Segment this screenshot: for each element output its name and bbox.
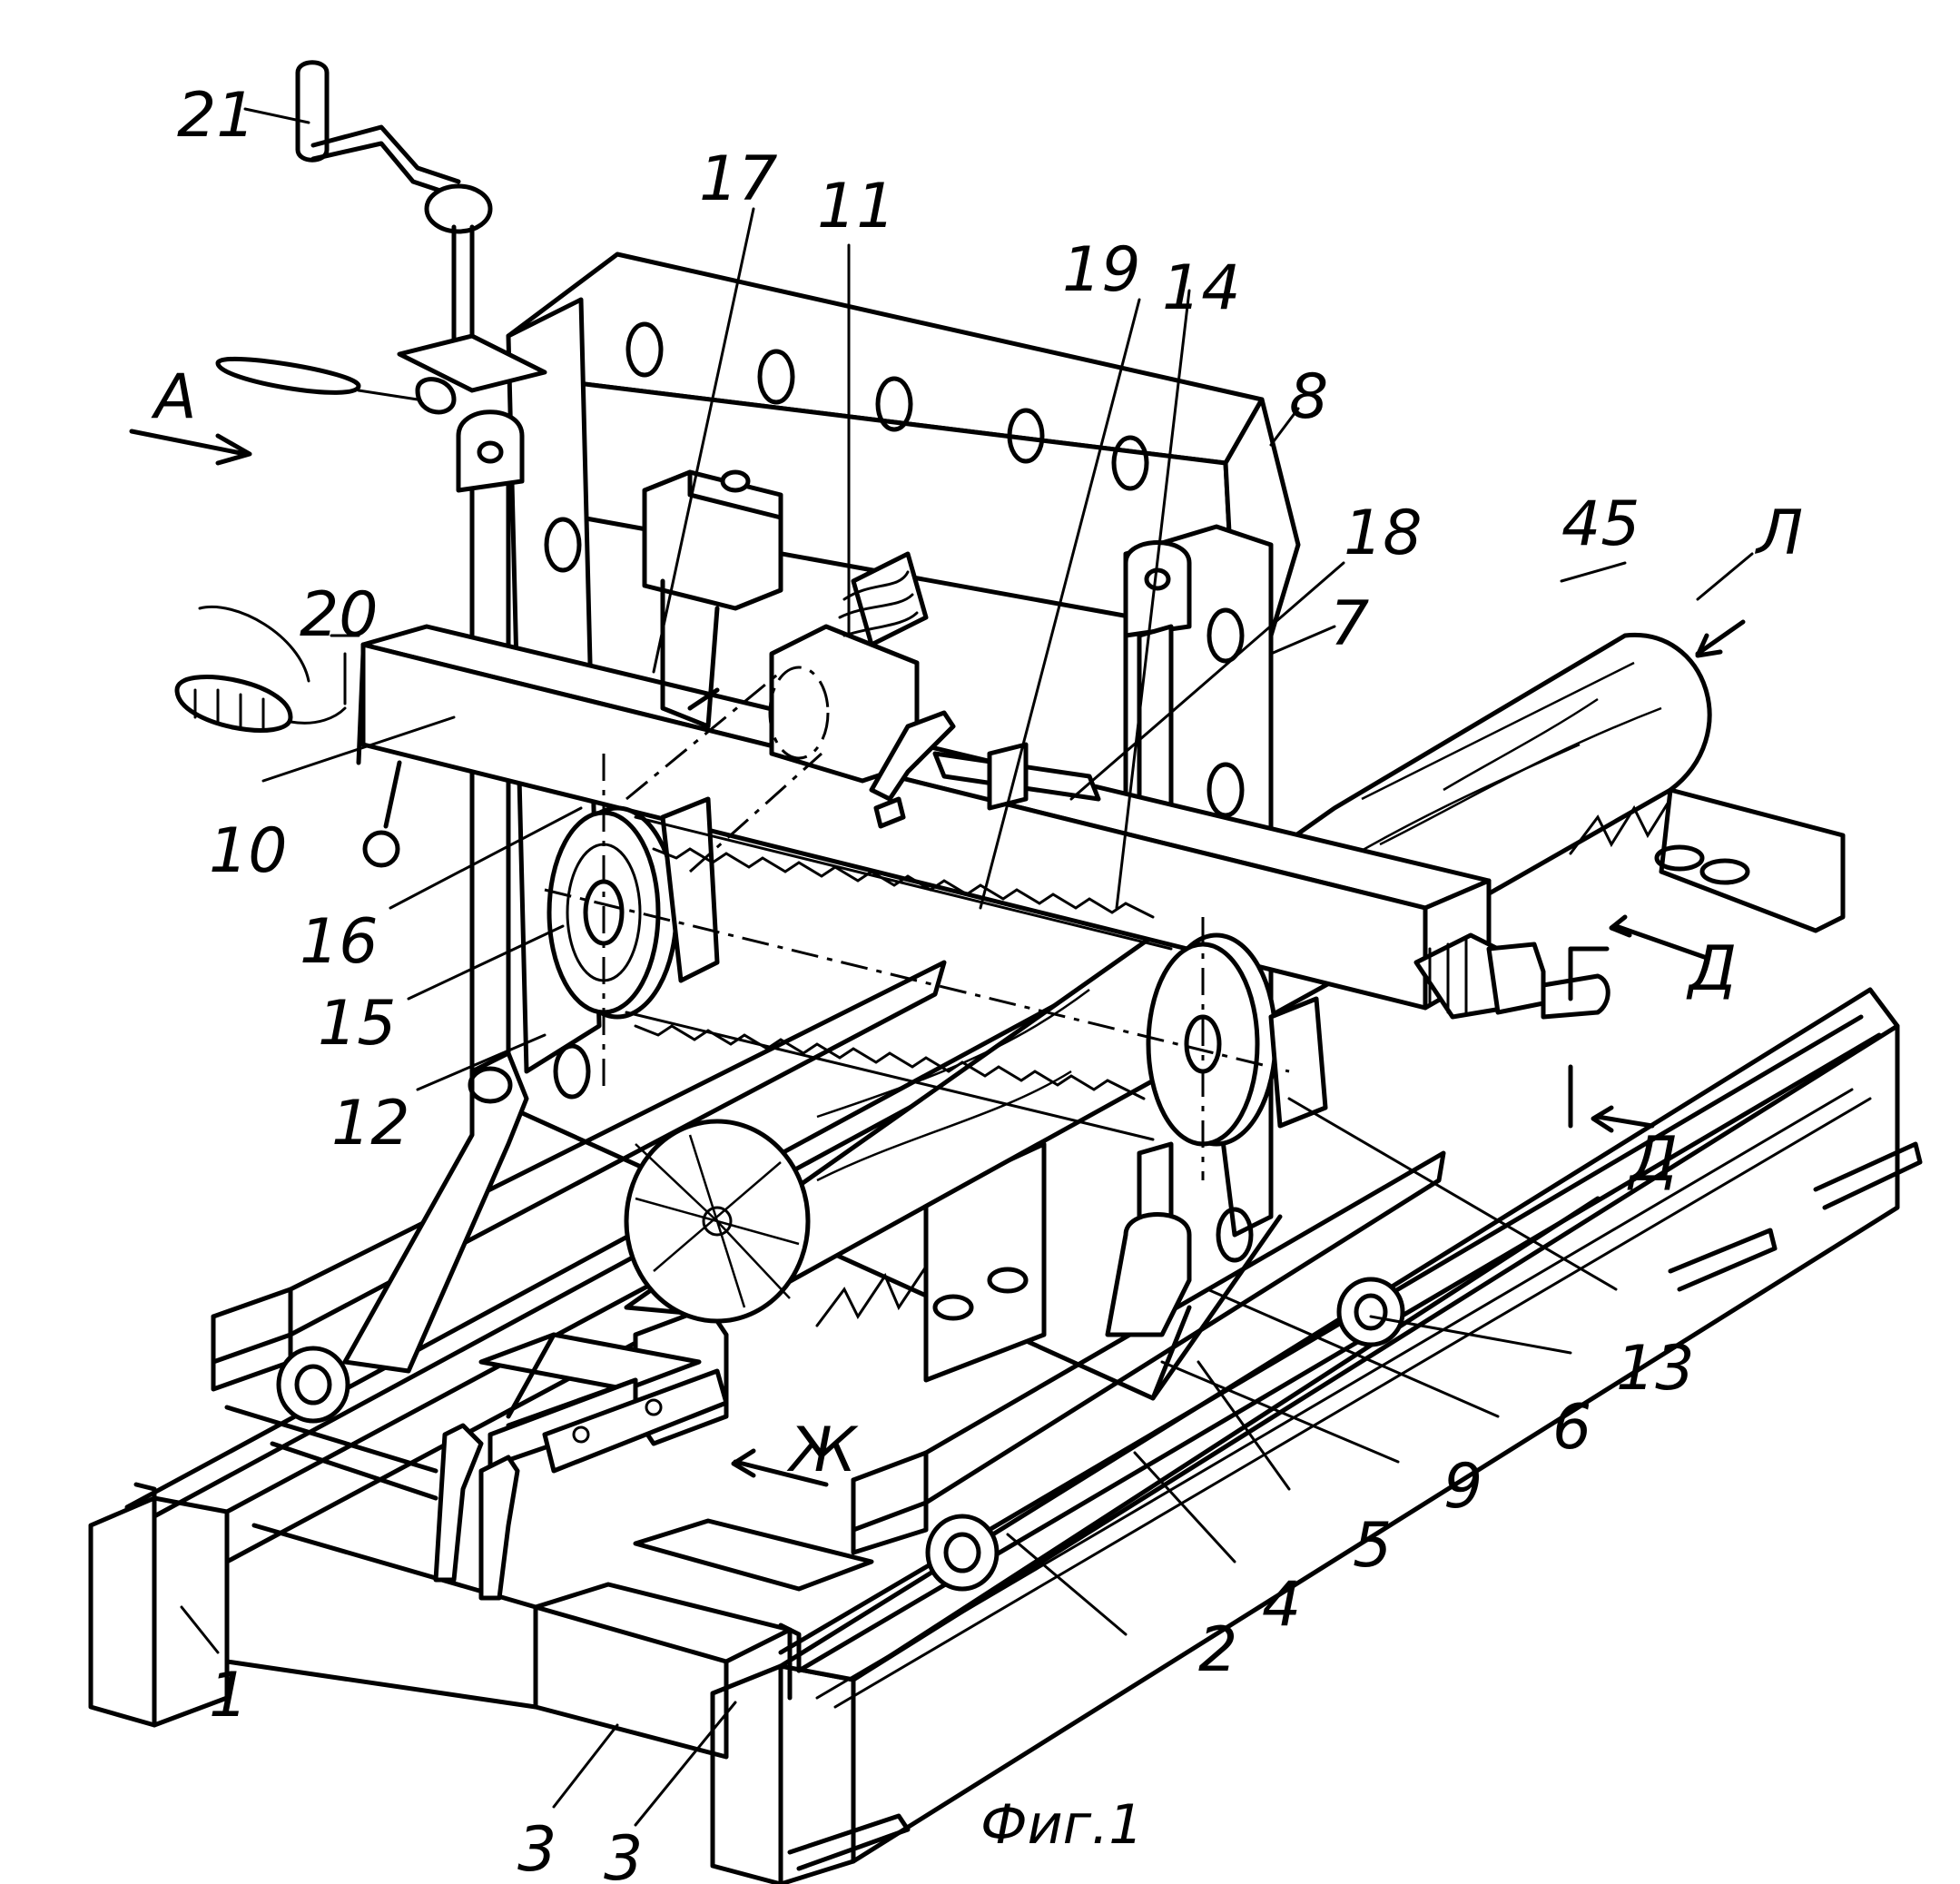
reference-labels: 21 17 11 19 14 8 18 7 45 Л А 20 10 16 15…: [151, 80, 1803, 1884]
label-4: 4: [1262, 1569, 1301, 1641]
label-15: 15: [318, 988, 397, 1060]
tensioner: [769, 551, 929, 784]
label-10: 10: [209, 815, 288, 887]
label-7: 7: [1330, 588, 1369, 660]
spring-handle-left: [174, 606, 402, 868]
tension-bolt: [1413, 932, 1610, 1020]
label-21: 21: [177, 80, 256, 152]
label-14: 14: [1162, 252, 1241, 324]
label-12: 12: [331, 1088, 410, 1159]
label-3-left: 3: [517, 1814, 556, 1884]
label-1: 1: [209, 1660, 248, 1731]
direction-arrows: [129, 429, 1746, 1487]
label-45: 45: [1561, 488, 1640, 560]
label-18: 18: [1344, 498, 1423, 569]
label-2: 2: [1198, 1614, 1237, 1686]
label-3-right: 3: [604, 1823, 643, 1884]
label-5: 5: [1353, 1510, 1392, 1582]
label-A: А: [151, 361, 197, 433]
carriage: [211, 960, 1446, 1592]
label-19: 19: [1062, 234, 1141, 306]
label-D-upper: Д: [1686, 933, 1737, 1005]
clamp-mechanism: [224, 1305, 729, 1601]
label-8: 8: [1289, 361, 1328, 433]
label-6: 6: [1552, 1392, 1591, 1464]
blade-guide: [869, 710, 1101, 829]
label-11: 11: [817, 171, 896, 242]
label-20: 20: [300, 579, 379, 651]
saw-wheels: [544, 666, 1328, 1180]
label-Zh: Ж: [786, 1415, 859, 1486]
label-17: 17: [699, 143, 778, 215]
label-9: 9: [1443, 1451, 1482, 1523]
label-D-lower: Д: [1627, 1124, 1678, 1196]
figure-caption: Фиг.1: [980, 1793, 1143, 1857]
motor-block: [642, 469, 783, 729]
crank-handle: [295, 60, 547, 393]
label-13: 13: [1616, 1333, 1695, 1405]
leader-lines: [180, 107, 1754, 1827]
label-L: Л: [1754, 498, 1803, 569]
label-16: 16: [300, 906, 379, 978]
arrow-A-rod: [215, 356, 457, 415]
